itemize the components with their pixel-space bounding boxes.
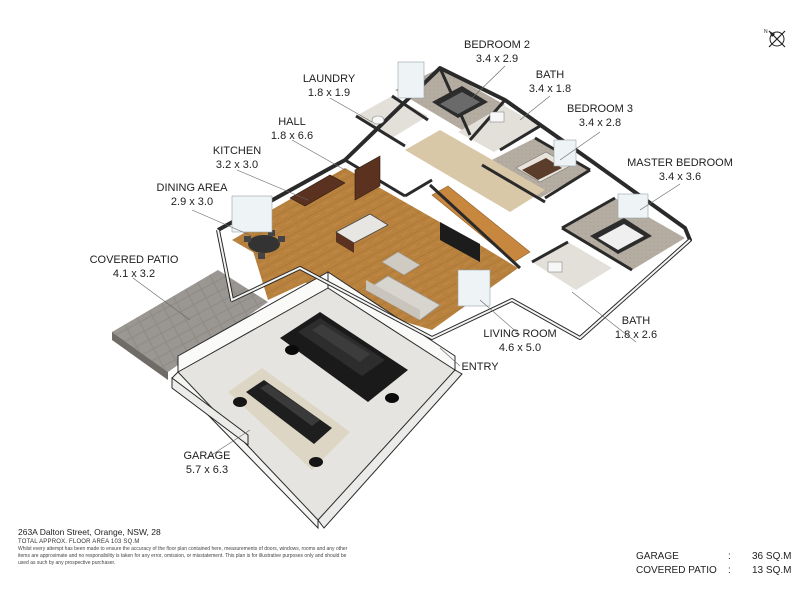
- laundry-machine: [371, 115, 385, 125]
- kitchen-tall-units: [354, 155, 381, 201]
- area-row-covered-patio: COVERED PATIO : 13 SQ.M: [636, 564, 796, 578]
- garage-floor: [178, 288, 455, 520]
- car-dark-suv: [280, 312, 408, 403]
- compass-icon: N: [764, 29, 786, 48]
- leader-lines: [132, 65, 681, 459]
- room-name: BATH: [621, 315, 651, 327]
- tv-unit: [440, 222, 480, 262]
- room-name: KITCHEN: [212, 145, 262, 157]
- area-name: GARAGE: [636, 551, 679, 562]
- car-light-suv: [228, 368, 350, 470]
- room-dimensions: 1.8 x 6.6: [270, 130, 314, 142]
- bedroom3-bed-cover: [522, 158, 562, 180]
- garage-side-wall: [171, 377, 249, 446]
- windows: [231, 61, 649, 307]
- kitchen-island-side: [336, 232, 354, 253]
- kitchen-floor: [232, 183, 405, 284]
- covered-patio-floor: [112, 270, 268, 372]
- dining-table: [248, 235, 280, 253]
- room-label-garage: GARAGE 5.7 x 6.3: [172, 449, 242, 477]
- area-value: 36 SQ.M: [752, 551, 792, 562]
- room-dimensions: 3.4 x 3.6: [658, 171, 702, 183]
- area-separator: :: [728, 565, 731, 576]
- kitchen-island: [335, 213, 389, 244]
- room-name: DINING AREA: [156, 182, 228, 194]
- room-name: BEDROOM 3: [566, 103, 633, 115]
- room-name: GARAGE: [183, 450, 231, 462]
- room-dimensions: 3.4 x 1.8: [528, 83, 572, 95]
- area-row-garage: GARAGE : 36 SQ.M: [636, 550, 796, 564]
- room-label-bath-1: BATH 3.4 x 1.8: [520, 68, 580, 96]
- room-label-living-room: LIVING ROOM 4.6 x 5.0: [478, 327, 562, 355]
- room-name: ENTRY: [461, 361, 499, 373]
- room-dimensions: 1.8 x 1.9: [307, 87, 351, 99]
- total-floor-area: TOTAL APPROX. FLOOR AREA 103 SQ.M: [18, 539, 140, 545]
- patio-edge: [112, 332, 168, 380]
- bath1-floor: [458, 106, 540, 152]
- room-label-bedroom-3: BEDROOM 3 3.4 x 2.8: [560, 102, 640, 130]
- room-label-bedroom-2: BEDROOM 2 3.4 x 2.9: [457, 38, 537, 66]
- room-name: BEDROOM 2: [463, 39, 530, 51]
- svg-text:N: N: [764, 29, 768, 35]
- room-name: COVERED PATIO: [89, 254, 179, 266]
- hall-runner: [431, 185, 531, 263]
- area-value: 13 SQ.M: [752, 565, 792, 576]
- sofa-back: [366, 280, 420, 320]
- room-dimensions: 1.8 x 2.6: [614, 329, 658, 341]
- room-label-master-bedroom: MASTER BEDROOM 3.4 x 3.6: [625, 156, 735, 184]
- bath1-vanity: [489, 111, 505, 123]
- room-name: MASTER BEDROOM: [627, 157, 733, 169]
- room-dimensions: 2.9 x 3.0: [170, 196, 214, 208]
- area-summary-table: GARAGE : 36 SQ.M COVERED PATIO : 13 SQ.M: [636, 550, 796, 578]
- address-block: 263A Dalton Street, Orange, NSW, 28 TOTA…: [18, 527, 378, 567]
- room-name: LAUNDRY: [302, 73, 356, 85]
- coffee-table: [381, 251, 421, 276]
- dining-chairs: [244, 230, 285, 259]
- room-label-hall: HALL 1.8 x 6.6: [262, 115, 322, 143]
- room-label-entry: ENTRY: [458, 360, 502, 374]
- house-wall-faces: [217, 229, 691, 340]
- room-label-dining-area: DINING AREA 2.9 x 3.0: [152, 181, 232, 209]
- area-name: COVERED PATIO: [636, 565, 717, 576]
- room-dimensions: 4.1 x 3.2: [112, 268, 156, 280]
- room-label-kitchen: KITCHEN 3.2 x 3.0: [206, 144, 268, 172]
- room-label-covered-patio: COVERED PATIO 4.1 x 3.2: [84, 253, 184, 281]
- room-dimensions: 3.4 x 2.9: [475, 53, 519, 65]
- room-name: HALL: [278, 116, 306, 128]
- master-bed-linen: [598, 224, 644, 250]
- garage-wall-front: [177, 271, 329, 373]
- room-dimensions: 3.2 x 3.0: [215, 159, 259, 171]
- bedroom2-bed-linen: [440, 92, 480, 114]
- room-label-laundry: LAUNDRY 1.8 x 1.9: [298, 72, 360, 100]
- room-dimensions: 4.6 x 5.0: [498, 342, 542, 354]
- bath2-floor: [532, 242, 612, 290]
- bath2-vanity: [547, 261, 563, 273]
- garage-wall-right: [317, 369, 463, 529]
- room-dimensions: 5.7 x 6.3: [185, 464, 229, 476]
- hall-floor: [405, 130, 545, 212]
- area-separator: :: [728, 551, 731, 562]
- interior-walls: [344, 67, 633, 272]
- room-name: LIVING ROOM: [483, 328, 557, 340]
- room-label-bath-2: BATH 1.8 x 2.6: [608, 314, 664, 342]
- room-name: BATH: [535, 69, 565, 81]
- room-dimensions: 3.4 x 2.8: [578, 117, 622, 129]
- property-address: 263A Dalton Street, Orange, NSW, 28: [18, 527, 161, 537]
- disclaimer-text: Whilst every attempt has been made to en…: [18, 546, 348, 566]
